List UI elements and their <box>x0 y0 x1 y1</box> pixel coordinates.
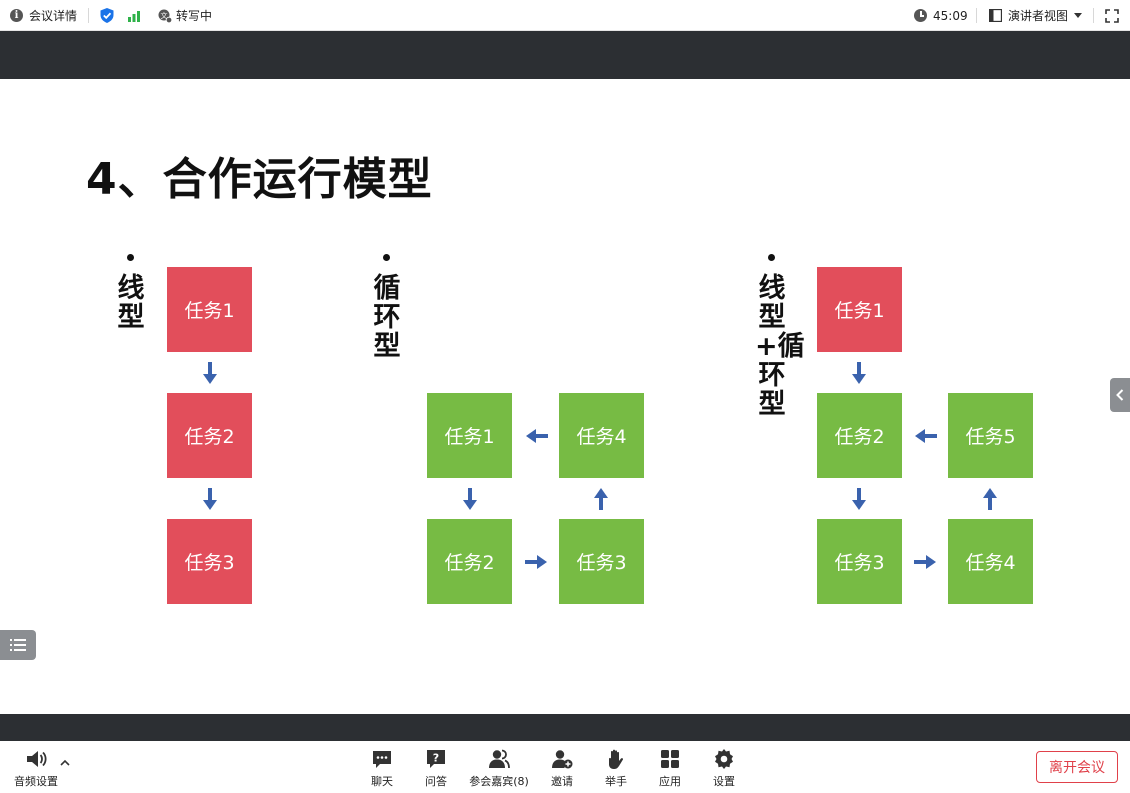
info-icon: i <box>10 9 23 22</box>
view-mode-label: 演讲者视图 <box>1008 9 1069 23</box>
layout-icon <box>989 9 1002 22</box>
divider <box>976 8 977 23</box>
arrow-right-icon <box>525 555 547 569</box>
meeting-info-label: 会议详情 <box>29 9 78 23</box>
task-box: 任务4 <box>948 519 1033 604</box>
apps-label: 应用 <box>659 775 681 788</box>
settings-label: 设置 <box>713 775 735 788</box>
divider <box>88 8 89 23</box>
task-box: 任务2 <box>427 519 512 604</box>
meeting-timer: 45:09 <box>914 0 968 31</box>
chevron-down-icon <box>1074 13 1083 18</box>
qa-button[interactable]: ? 问答 <box>416 741 456 793</box>
divider <box>1093 8 1094 23</box>
speaker-icon <box>27 751 47 767</box>
participants-button[interactable]: 参会嘉宾(8) <box>466 741 532 793</box>
apps-icon <box>661 750 679 768</box>
audio-settings-button[interactable]: 音频设置 <box>10 741 62 793</box>
chevron-up-icon <box>60 759 70 766</box>
meeting-info-button[interactable]: i 会议详情 <box>10 0 77 31</box>
collapse-panel-tab[interactable] <box>1110 378 1130 412</box>
svg-text:?: ? <box>433 752 439 765</box>
arrow-right-icon <box>914 555 936 569</box>
audio-options-button[interactable] <box>58 741 72 793</box>
arrow-left-icon <box>526 429 548 443</box>
slide-list-tab[interactable] <box>0 630 36 660</box>
signal-icon <box>128 11 140 22</box>
task-box: 任务1 <box>427 393 512 478</box>
audio-settings-label: 音频设置 <box>14 775 58 788</box>
transcribe-status[interactable]: 文 转写中 <box>158 0 212 31</box>
arrow-down-icon <box>852 362 866 384</box>
arrow-down-icon <box>852 488 866 510</box>
model-label-linear-loop: 线型+循环型 <box>755 273 805 420</box>
presentation-bottom-band <box>0 714 1130 741</box>
security-status[interactable] <box>100 0 114 31</box>
settings-button[interactable]: 设置 <box>704 741 744 793</box>
task-box: 任务2 <box>167 393 252 478</box>
gear-icon <box>715 749 733 769</box>
task-box: 任务2 <box>817 393 902 478</box>
presentation-top-band <box>0 31 1130 79</box>
invite-label: 邀请 <box>551 775 573 788</box>
chat-label: 聊天 <box>371 775 393 788</box>
leave-meeting-button[interactable]: 离开会议 <box>1036 751 1118 783</box>
arrow-down-icon <box>203 488 217 510</box>
model-label-linear: 线型 <box>117 273 145 333</box>
slide-title: 4、合作运行模型 <box>86 154 433 205</box>
task-box: 任务4 <box>559 393 644 478</box>
arrow-left-icon <box>915 429 937 443</box>
arrow-up-icon <box>594 488 608 510</box>
transcribe-label: 转写中 <box>176 9 213 23</box>
participants-icon <box>489 749 510 769</box>
transcribe-icon: 文 <box>158 9 172 23</box>
raise-hand-label: 举手 <box>605 775 627 788</box>
shared-slide: 4、合作运行模型 线型 任务1 任务2 任务3 循环型 任务1 任务4 任务2 … <box>0 79 1130 714</box>
invite-button[interactable]: 邀请 <box>542 741 582 793</box>
view-mode-dropdown[interactable]: 演讲者视图 <box>989 0 1083 31</box>
svg-text:文: 文 <box>161 11 168 20</box>
apps-button[interactable]: 应用 <box>650 741 690 793</box>
top-bar: i 会议详情 文 转写中 45:09 演讲者视图 <box>0 0 1130 31</box>
clock-icon <box>914 9 927 22</box>
list-icon <box>10 639 26 651</box>
arrow-up-icon <box>983 488 997 510</box>
timer-value: 45:09 <box>933 8 968 23</box>
shield-icon <box>100 8 114 23</box>
chat-button[interactable]: 聊天 <box>362 741 402 793</box>
task-box: 任务3 <box>167 519 252 604</box>
task-box: 任务5 <box>948 393 1033 478</box>
bullet-dot <box>768 254 775 261</box>
bullet-dot <box>127 254 134 261</box>
participants-label: 参会嘉宾(8) <box>469 775 529 788</box>
task-box: 任务3 <box>817 519 902 604</box>
arrow-down-icon <box>463 488 477 510</box>
task-box: 任务3 <box>559 519 644 604</box>
raise-hand-button[interactable]: 举手 <box>596 741 636 793</box>
question-icon: ? <box>427 750 445 768</box>
bottom-toolbar: 音频设置 聊天 ? 问答 参会嘉宾(8) 邀请 <box>0 741 1130 793</box>
bullet-dot <box>383 254 390 261</box>
model-label-loop: 循环型 <box>373 273 401 362</box>
chat-icon <box>373 751 391 768</box>
qa-label: 问答 <box>425 775 447 788</box>
arrow-down-icon <box>203 362 217 384</box>
hand-icon <box>609 749 624 769</box>
chevron-left-icon <box>1116 389 1124 401</box>
fullscreen-icon <box>1105 8 1119 23</box>
fullscreen-button[interactable] <box>1105 0 1119 31</box>
add-person-icon <box>552 750 573 769</box>
task-box: 任务1 <box>167 267 252 352</box>
network-status[interactable] <box>128 0 144 31</box>
task-box: 任务1 <box>817 267 902 352</box>
